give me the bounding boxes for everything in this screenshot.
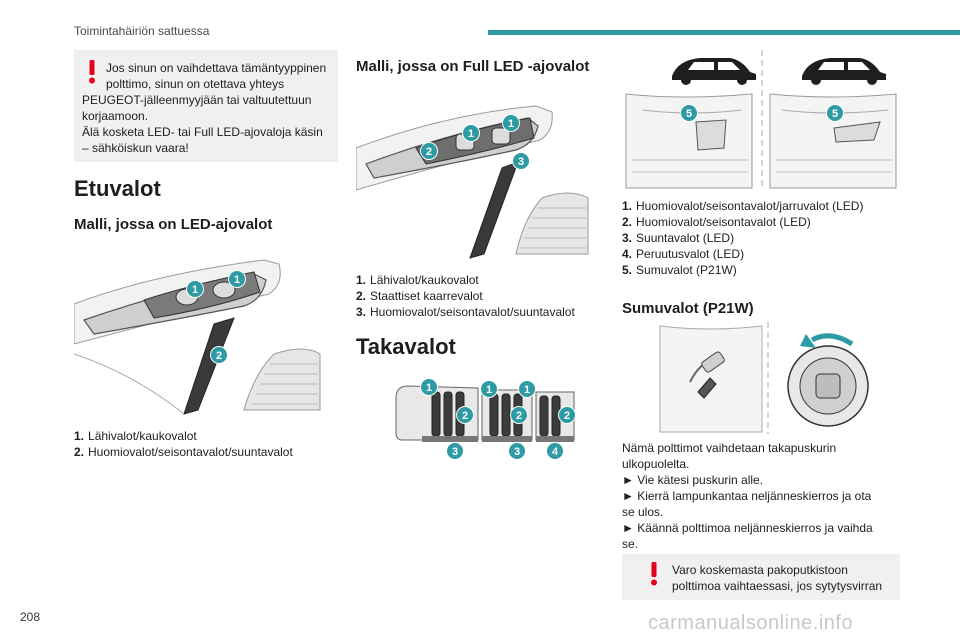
callout-badge: 3: [512, 152, 530, 170]
instruction-line: se.: [622, 537, 639, 551]
callout-badge: 1: [228, 270, 246, 288]
warning-line: polttimoa vaihtaessasi, jos sytytysvirra…: [672, 579, 883, 593]
full-led-legend-list: 1.Lähivalot/kaukovalot 2.Staattiset kaar…: [356, 272, 575, 320]
subsection-title-sumuvalot: Sumuvalot (P21W): [622, 300, 754, 317]
warning-line: Varo koskemasta pakoputkistoon: [672, 563, 848, 577]
list-item: 1.Lähivalot/kaukovalot: [74, 429, 197, 443]
warning-line: Jos sinun on vaihdettava tämäntyyppinen: [106, 61, 327, 75]
rear-legend-list: 1.Huomiovalot/seisontavalot/jarruvalot (…: [622, 198, 863, 278]
header-accent-bar: [488, 30, 960, 35]
callout-badge: 4: [546, 442, 564, 460]
full-led-headlight-illustration: [356, 78, 598, 264]
callout-badge: 2: [210, 346, 228, 364]
fog-bulb-replacement-illustration: [659, 322, 869, 434]
warning-line: Älä kosketa LED- tai Full LED-ajovaloja …: [82, 125, 323, 139]
instruction-line: se ulos.: [622, 505, 664, 519]
callout-badge: 2: [420, 142, 438, 160]
led-headlight-illustration: [74, 234, 336, 420]
warning-box-bottom: [622, 554, 900, 600]
callout-badge: 1: [518, 380, 536, 398]
instruction-line: ulkopuolelta.: [622, 457, 690, 471]
callout-badge: 2: [456, 406, 474, 424]
callout-badge: 1: [420, 378, 438, 396]
warning-line: PEUGEOT-jälleenmyyjään tai valtuutettuun: [82, 93, 312, 107]
page-number: 208: [20, 610, 41, 624]
instruction-line: ► Vie kätesi puskurin alle.: [622, 473, 764, 487]
callout-badge: 3: [446, 442, 464, 460]
warning-exclamation-icon: [651, 562, 657, 586]
instruction-line: Nämä polttimot vaihdetaan takapuskurin: [622, 441, 837, 455]
tail-light-illustration: [395, 385, 575, 442]
sumuvalot-instructions: Nämä polttimot vaihdetaan takapuskurin u…: [622, 440, 882, 552]
list-item: 1.Huomiovalot/seisontavalot/jarruvalot (…: [622, 199, 864, 213]
rear-fog-light-illustration: [625, 50, 897, 190]
list-item: 2.Staattiset kaarrevalot: [356, 289, 483, 303]
watermark-text: carmanualsonline.info: [648, 612, 854, 634]
list-item: 2.Huomiovalot/seisontavalot (LED): [622, 215, 811, 229]
callout-badge: 3: [508, 442, 526, 460]
callout-badge: 1: [462, 124, 480, 142]
list-item: 3.Huomiovalot/seisontavalot/suuntavalot: [356, 305, 575, 319]
section-title-takavalot: Takavalot: [356, 334, 456, 359]
warning-line: polttimo, sinun on otettava yhteys: [106, 77, 285, 91]
subsection-title-full-led: Malli, jossa on Full LED -ajovalot: [356, 58, 590, 75]
instruction-line: ► Käännä polttimoa neljänneskierros ja v…: [622, 521, 873, 535]
callout-badge: 5: [826, 104, 844, 122]
instruction-line: ► Kierrä lampunkantaa neljänneskierros j…: [622, 489, 872, 503]
subsection-title-led: Malli, jossa on LED-ajovalot: [74, 216, 273, 233]
led-legend-list: 1.Lähivalot/kaukovalot 2.Huomiovalot/sei…: [74, 428, 293, 460]
callout-badge: 1: [186, 280, 204, 298]
list-item: 5.Sumuvalot (P21W): [622, 263, 737, 277]
list-item: 3.Suuntavalot (LED): [622, 231, 735, 245]
warning-text-bottom: Varo koskemasta pakoputkistoon polttimoa…: [672, 562, 898, 594]
callout-badge: 5: [680, 104, 698, 122]
warning-line: – sähköiskun vaara!: [82, 141, 189, 155]
callout-badge: 2: [510, 406, 528, 424]
list-item: 1.Lähivalot/kaukovalot: [356, 273, 479, 287]
callout-badge: 2: [558, 406, 576, 424]
warning-line: korjaamoon.: [82, 109, 149, 123]
running-header: Toimintahäiriön sattuessa: [74, 24, 210, 38]
warning-box-top: [74, 50, 338, 162]
callout-badge: 1: [502, 114, 520, 132]
section-title-etuvalot: Etuvalot: [74, 176, 161, 201]
warning-exclamation-icon: [89, 60, 95, 84]
list-item: 2.Huomiovalot/seisontavalot/suuntavalot: [74, 445, 293, 459]
warning-text-top: Jos sinun on vaihdettava tämäntyyppinen …: [82, 60, 336, 156]
list-item: 4.Peruutusvalot (LED): [622, 247, 745, 261]
callout-badge: 1: [480, 380, 498, 398]
